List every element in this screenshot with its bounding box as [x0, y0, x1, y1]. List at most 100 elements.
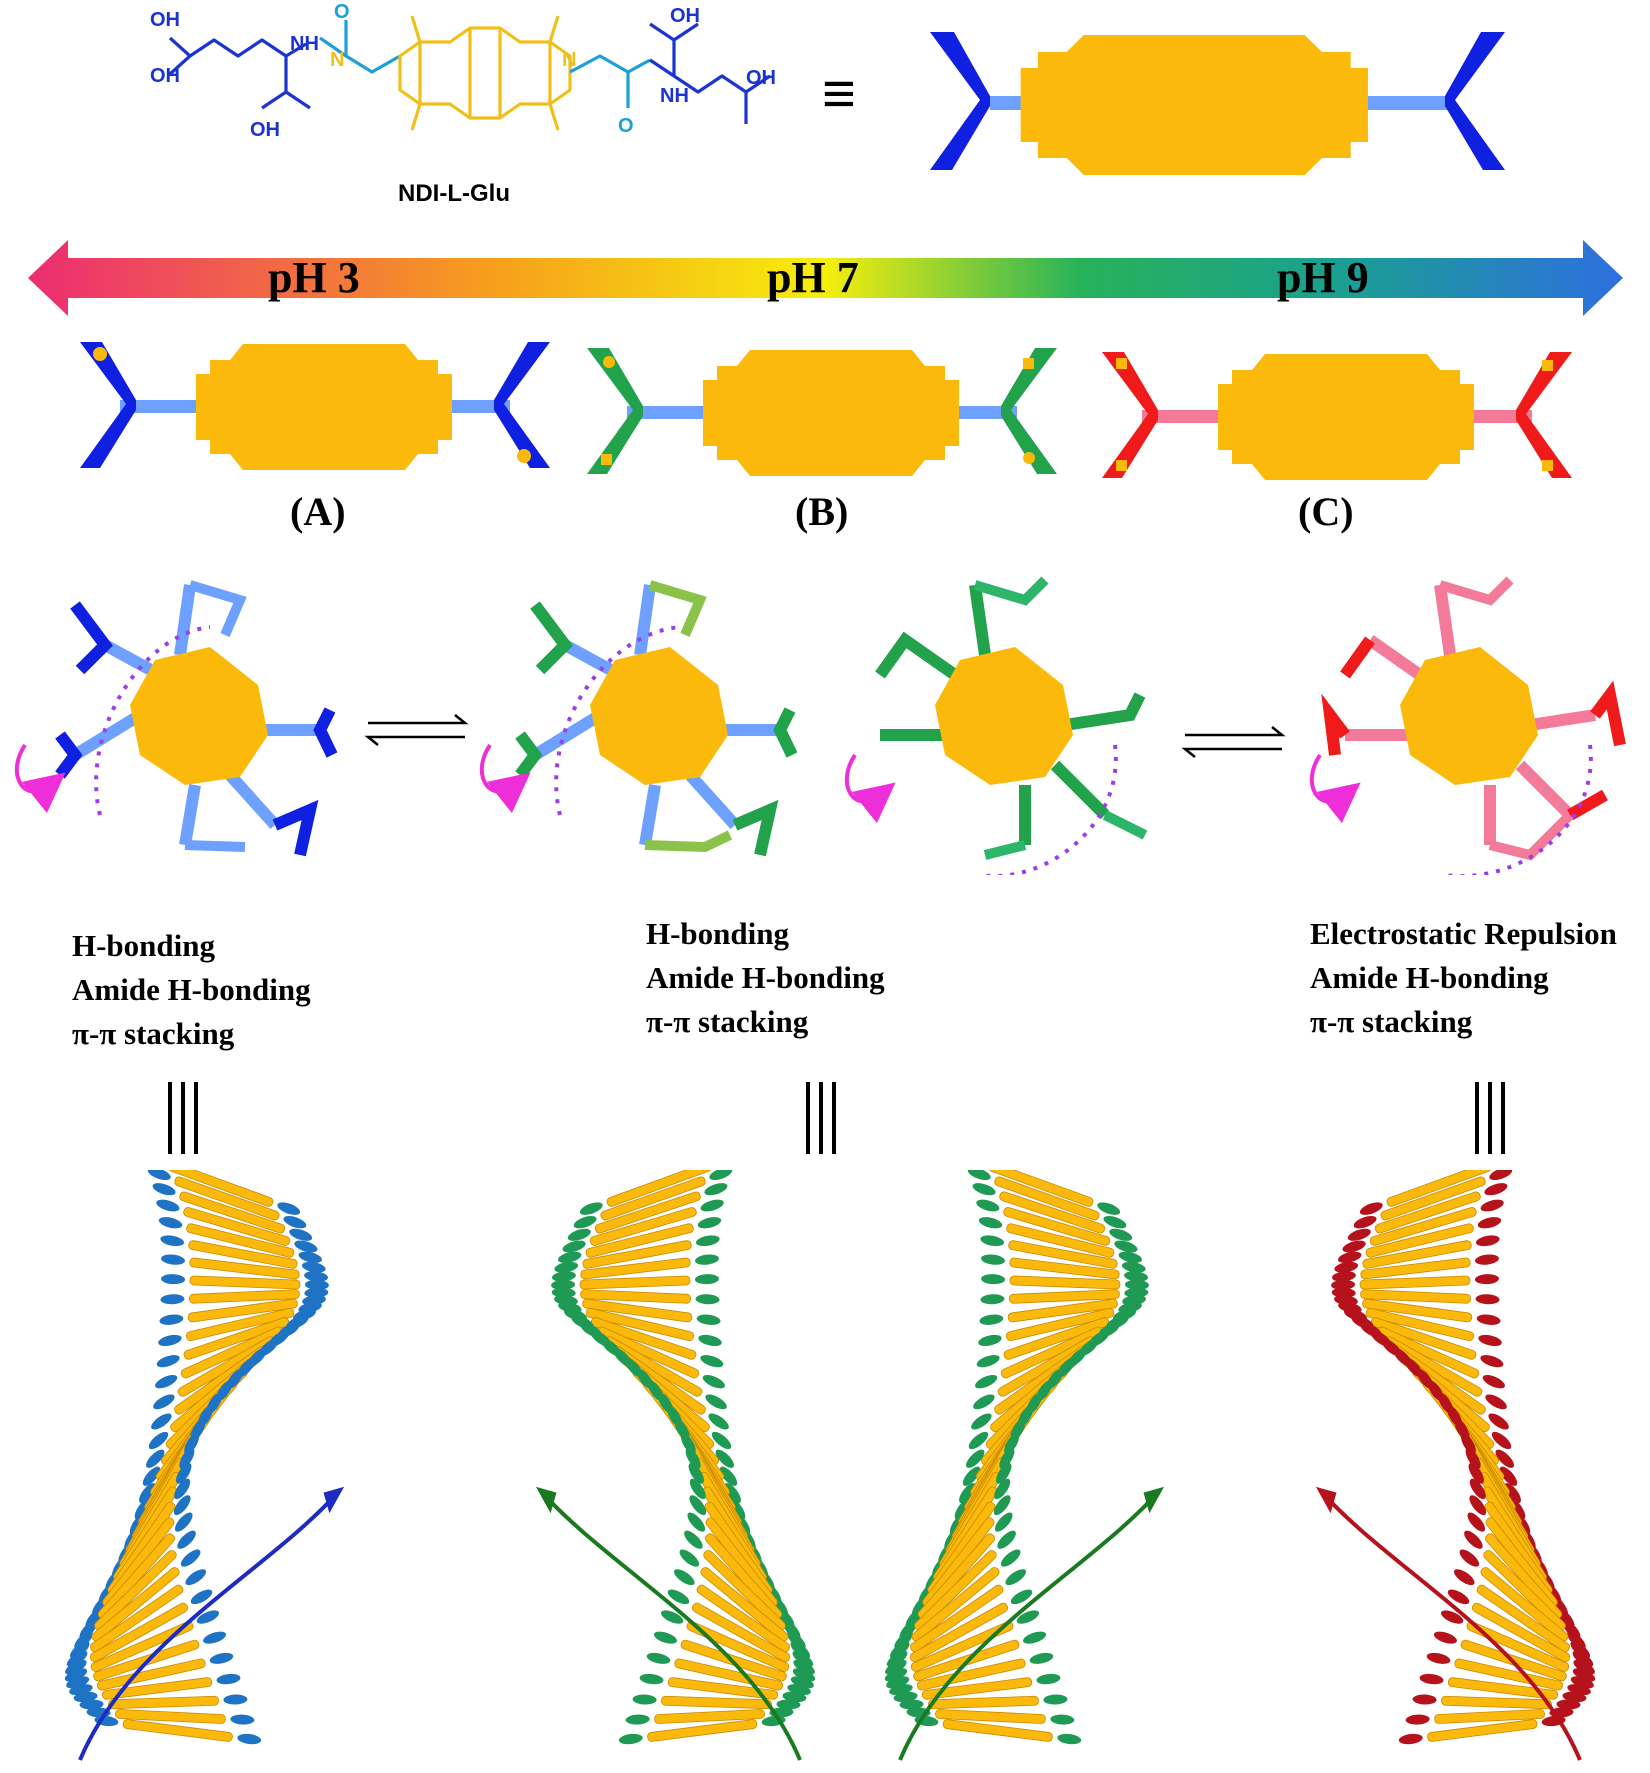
helix-end-cap: [885, 1659, 907, 1675]
handedness-arrow-head: [1143, 1486, 1165, 1514]
helix-core-bar: [580, 1257, 691, 1280]
helix-end-cap: [884, 1668, 908, 1682]
helix-end-cap: [153, 1394, 175, 1410]
helix-end-cap: [1480, 1355, 1504, 1368]
helix-end-cap: [179, 1447, 195, 1469]
helix-end-cap: [653, 1631, 677, 1644]
helix-end-cap: [993, 1495, 1011, 1516]
helix-end-cap: [551, 1279, 576, 1290]
helix-core-bar: [1003, 1207, 1111, 1246]
helix-end-cap: [174, 1512, 193, 1532]
helix-core-bar: [928, 1695, 1039, 1710]
helix-end-cap: [1000, 1549, 1021, 1567]
helix-end-cap: [567, 1228, 591, 1241]
helix-core-bar: [988, 1170, 1094, 1207]
helix-end-cap: [1353, 1215, 1377, 1229]
helix-core-bar: [999, 1191, 1106, 1234]
helix-end-cap: [679, 1549, 700, 1567]
helix-end-cap: [1468, 1462, 1484, 1484]
interaction-b-1: H-bonding: [646, 916, 790, 951]
helix-end-cap: [978, 1217, 1003, 1229]
helix-core-bar: [174, 1176, 280, 1221]
helix-core-bar: [1362, 1298, 1473, 1323]
helix-end-cap: [190, 1589, 213, 1605]
helix-core-bar: [594, 1191, 701, 1234]
helix-core-bar: [911, 1567, 1000, 1642]
helix-end-cap: [1465, 1447, 1481, 1469]
ph-label-7: pH 7: [767, 253, 859, 302]
helix-end-cap: [792, 1668, 816, 1682]
helix-end-cap: [158, 1334, 182, 1347]
helix-end-cap: [1050, 1714, 1075, 1725]
helix-end-cap: [1121, 1261, 1146, 1273]
helix-end-cap: [1124, 1271, 1148, 1282]
handedness-arrow-head: [535, 1486, 557, 1514]
helix-end-cap: [1459, 1549, 1480, 1567]
helix-core-bar: [97, 1658, 206, 1691]
helix-end-cap: [689, 1478, 706, 1500]
helix-end-cap: [1412, 1694, 1437, 1705]
schematic-molecule-top: [930, 32, 1505, 175]
interaction-a-1: H-bonding: [72, 928, 216, 963]
helix-core-bar: [1466, 1621, 1570, 1672]
helix-core-bar: [1360, 1289, 1471, 1304]
helix-core-bar: [186, 1223, 295, 1258]
helix-core-bar: [942, 1719, 1053, 1742]
interactions-c: Electrostatic Repulsion Amide H-bonding …: [1310, 912, 1617, 1044]
helix-end-cap: [1334, 1295, 1358, 1306]
helix-core-bar: [686, 1621, 790, 1672]
helix-end-cap: [994, 1478, 1011, 1500]
helix-end-cap: [277, 1202, 301, 1215]
helix-core-bar: [91, 1567, 180, 1642]
helix-end-cap: [886, 1650, 908, 1667]
helix-core-bar: [94, 1549, 177, 1631]
helix-end-cap: [557, 1251, 582, 1263]
helix-end-cap: [660, 1610, 684, 1624]
helix-end-cap: [1122, 1295, 1146, 1306]
helix-end-cap: [968, 1431, 989, 1450]
helix-end-cap: [1570, 1641, 1591, 1659]
helix-end-cap: [1489, 1170, 1513, 1181]
assembly-diagrams: [14, 576, 1626, 875]
helix-end-cap: [147, 1170, 171, 1181]
helix-end-cap: [967, 1170, 991, 1181]
interaction-c-3: π-π stacking: [1310, 1004, 1473, 1039]
helix-end-cap: [65, 1659, 87, 1675]
helix-core-bar: [590, 1317, 697, 1360]
ph-label-3: pH 3: [268, 253, 360, 302]
helix-end-cap: [1359, 1202, 1383, 1215]
helix-end-cap: [1440, 1610, 1464, 1624]
helix-end-cap: [139, 1483, 156, 1504]
form-label-c: (C): [1298, 489, 1354, 534]
helix-core-bar: [667, 1677, 778, 1700]
helix-end-cap: [152, 1183, 176, 1196]
helix-end-cap: [1488, 1413, 1509, 1430]
helix-end-cap: [694, 1274, 719, 1285]
helix-end-cap: [161, 1254, 185, 1265]
helix-end-cap: [177, 1530, 196, 1549]
helix-core-bar: [580, 1289, 691, 1304]
helix-end-cap: [1476, 1314, 1501, 1325]
helix-core-bar: [185, 1307, 295, 1342]
helix-core-bar: [909, 1602, 1009, 1663]
helix-end-cap: [1480, 1199, 1504, 1212]
helix-core-bar: [922, 1677, 1033, 1700]
helix-end-cap: [1478, 1334, 1502, 1347]
helix-end-cap: [289, 1228, 313, 1241]
helix-core-bar: [585, 1223, 694, 1258]
helix-core-bar: [703, 1549, 786, 1631]
helix-end-cap: [889, 1641, 910, 1659]
equivalence-symbol: ≡: [822, 61, 856, 126]
helix-assemblies: [64, 1170, 1596, 1761]
helix-core-bar: [674, 1658, 783, 1691]
helix-core-bar: [1365, 1223, 1474, 1258]
triple-bar-c: [1475, 1082, 1505, 1154]
form-c-schematic: [1102, 352, 1572, 480]
helix-end-cap: [66, 1676, 90, 1689]
helix-core-bar: [189, 1289, 300, 1304]
atom-label-o-2: O: [618, 115, 634, 137]
handedness-arrow: [1318, 1488, 1582, 1761]
triple-bar-b: [806, 1082, 836, 1154]
interaction-b-3: π-π stacking: [646, 1004, 809, 1039]
helix-core-bar: [994, 1176, 1100, 1221]
